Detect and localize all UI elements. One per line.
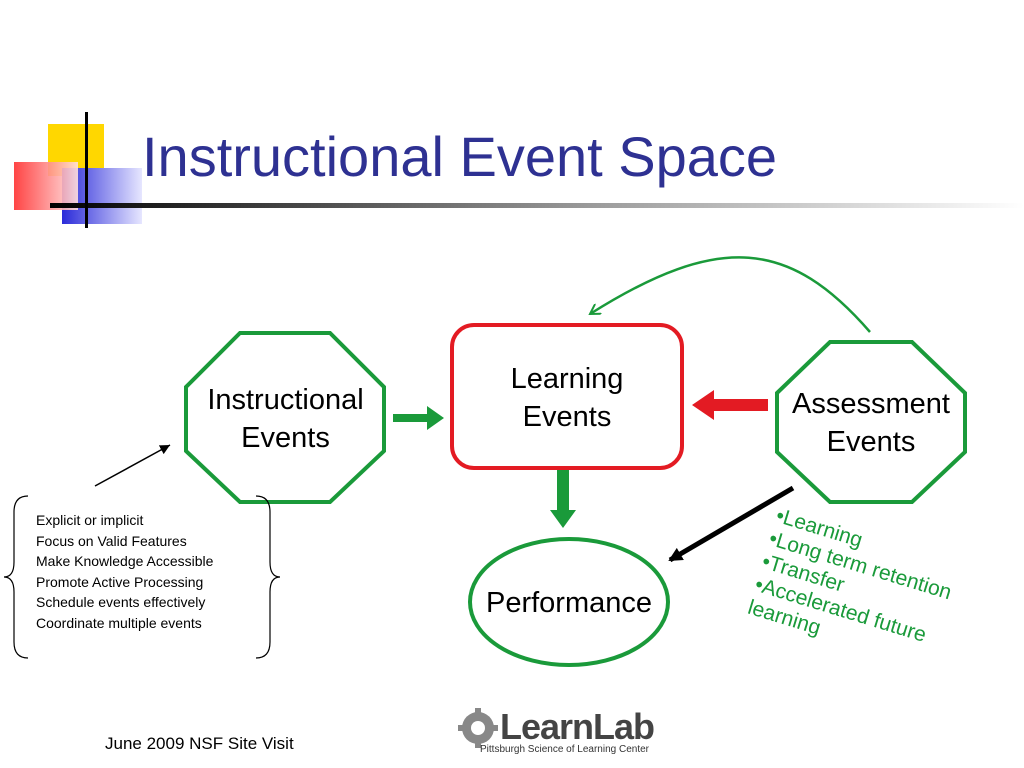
gear-icon xyxy=(458,708,498,748)
instructional-events-octagon xyxy=(184,331,386,504)
feedback-curve-arrow xyxy=(590,256,871,333)
assessment-to-performance-arrow xyxy=(668,485,795,563)
left-brace xyxy=(3,495,29,659)
performance-label: Performance xyxy=(485,587,652,619)
assessment-events-line1: Assessment xyxy=(792,388,950,420)
instructional-events-line2: Events xyxy=(241,422,330,454)
title-rule xyxy=(50,203,1024,208)
assessment-events-label: Assessment Events xyxy=(772,385,970,461)
right-brace xyxy=(255,495,281,659)
learning-events-line2: Events xyxy=(522,401,612,433)
page-title: Instructional Event Space xyxy=(142,125,778,188)
assessment-events-line2: Events xyxy=(826,426,916,458)
logo-subtitle: Pittsburgh Science of Learning Center xyxy=(480,744,649,755)
learnlab-logo: LearnLab Pittsburgh Science of Learning … xyxy=(458,706,655,758)
learning-events-label: Learning Events xyxy=(452,360,682,436)
principle-item: Promote Active Processing xyxy=(36,573,204,590)
assessment-events-octagon xyxy=(775,340,967,504)
principle-item: Focus on Valid Features xyxy=(36,532,187,549)
learning-events-line1: Learning xyxy=(510,363,624,395)
instructional-to-learning-arrow xyxy=(393,406,444,430)
logo-wordmark: LearnLab xyxy=(500,706,655,747)
instructional-events-label: Instructional Events xyxy=(186,381,385,457)
assessment-to-learning-arrow xyxy=(692,390,768,420)
instruction-principles-list: Explicit or implicit Focus on Valid Feat… xyxy=(36,510,213,633)
vertical-rule xyxy=(85,112,88,228)
learning-to-performance-arrow xyxy=(550,470,576,528)
principle-item: Make Knowledge Accessible xyxy=(36,553,214,569)
title-decoration xyxy=(14,112,1024,228)
performance-ellipse xyxy=(468,537,670,667)
red-square xyxy=(14,162,78,210)
principle-item: Coordinate multiple events xyxy=(36,614,202,631)
learning-events-box xyxy=(450,323,684,470)
footer-text: June 2009 NSF Site Visit xyxy=(105,734,294,753)
principles-pointer-arrow xyxy=(94,444,171,487)
instructional-events-line1: Instructional xyxy=(207,384,364,416)
principle-item: Schedule events effectively xyxy=(36,594,206,610)
principle-item: Explicit or implicit xyxy=(36,512,144,528)
